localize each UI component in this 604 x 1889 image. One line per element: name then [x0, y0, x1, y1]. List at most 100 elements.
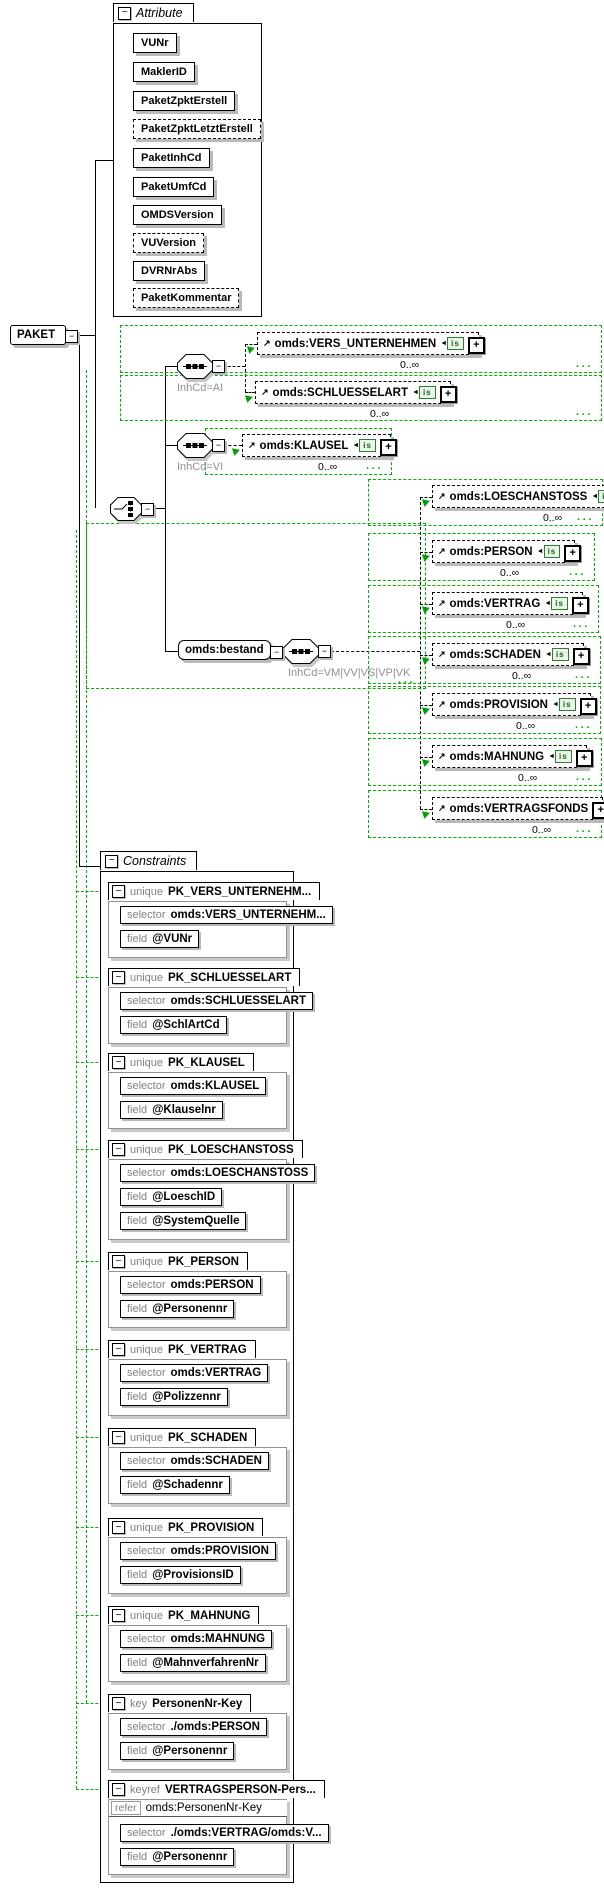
expand-plus-icon[interactable]: + — [571, 597, 589, 614]
constraint-field[interactable]: field@Schadennr — [120, 1476, 230, 1494]
collapse-minus-icon[interactable]: − — [112, 1609, 125, 1622]
collapse-minus-icon[interactable]: − — [270, 646, 283, 659]
constraint-pk-provision[interactable]: − unique PK_PROVISION — [108, 1518, 264, 1536]
constraint-field[interactable]: field@LoeschID — [120, 1188, 223, 1206]
element-omds-schluesselart[interactable]: ↗ omds:SCHLUESSELART ◄is + — [255, 381, 457, 404]
constraint-pk-klausel[interactable]: − unique PK_KLAUSEL — [108, 1053, 254, 1071]
collapse-minus-icon[interactable]: − — [112, 971, 125, 984]
is-badge-icon: ◄is — [552, 698, 576, 711]
collapse-minus-icon[interactable]: − — [318, 645, 331, 658]
constraints-tab[interactable]: − Constraints — [100, 851, 198, 870]
connector-dashed — [420, 655, 432, 656]
connector-line — [95, 160, 96, 508]
connector-dashed — [223, 366, 245, 367]
collapse-minus-icon[interactable]: − — [112, 1056, 125, 1069]
element-omds-vertrag[interactable]: ↗ omds:VERTRAG ◄is + — [432, 592, 589, 615]
constraint-selector[interactable]: selector./omds:VERTRAG/omds:V... — [120, 1824, 329, 1842]
constraint-pk-schluesselart[interactable]: − unique PK_SCHLUESSELART — [108, 968, 301, 986]
collapse-minus-icon[interactable]: − — [112, 1343, 125, 1356]
element-paket[interactable]: PAKET — [10, 325, 66, 345]
constraint-refer-row[interactable]: refer omds:PersonenNr-Key — [109, 1800, 287, 1817]
attribute-paketinhcd[interactable]: PaketInhCd — [133, 148, 210, 168]
element-omds-klausel[interactable]: ↗ omds:KLAUSEL ◄is + — [242, 434, 397, 457]
constraint-personennr-key[interactable]: − key PersonenNr-Key — [108, 1694, 252, 1712]
constraint-pk-loeschanstoss[interactable]: − unique PK_LOESCHANSTOSS — [108, 1140, 303, 1158]
refer-value: omds:PersonenNr-Key — [145, 1802, 262, 1814]
attribute-vuversion[interactable]: VUVersion — [133, 233, 205, 253]
collapse-minus-icon[interactable]: − — [118, 6, 131, 20]
attribute-paketumfcd[interactable]: PaketUmfCd — [133, 177, 215, 197]
collapse-minus-icon[interactable]: − — [212, 360, 225, 373]
constraint-field[interactable]: field@Personennr — [120, 1300, 235, 1318]
collapse-minus-icon[interactable]: − — [112, 1521, 125, 1534]
constraint-field[interactable]: field@SchlArtCd — [120, 1016, 227, 1034]
constraint-field[interactable]: field@Personennr — [120, 1742, 235, 1760]
element-omds-provision[interactable]: ↗ omds:PROVISION ◄is + — [432, 693, 597, 716]
element-omds-bestand[interactable]: omds:bestand — [178, 640, 271, 660]
constraint-field[interactable]: field@Personennr — [120, 1848, 235, 1866]
constraint-field[interactable]: field@VUNr — [120, 930, 200, 948]
collapse-minus-icon[interactable]: − — [112, 1697, 125, 1710]
expand-plus-icon[interactable]: + — [575, 750, 593, 767]
collapse-minus-icon[interactable]: − — [112, 1783, 125, 1796]
selection-scope-line — [76, 891, 108, 892]
collapse-minus-icon[interactable]: − — [141, 503, 154, 516]
element-omds-vertragsfonds[interactable]: ↗ omds:VERTRAGSFONDS + — [432, 797, 604, 820]
constraint-field[interactable]: field@MahnverfahrenNr — [120, 1654, 266, 1672]
constraint-field[interactable]: field@ProvisionsID — [120, 1566, 241, 1584]
constraint-pk-mahnung[interactable]: − unique PK_MAHNUNG — [108, 1606, 260, 1624]
expand-plus-icon[interactable]: + — [592, 802, 604, 819]
expand-plus-icon[interactable]: + — [379, 439, 397, 456]
attributes-tab[interactable]: − Attribute — [113, 3, 194, 22]
constraint-field[interactable]: field@SystemQuelle — [120, 1212, 247, 1230]
collapse-minus-icon[interactable]: − — [112, 885, 125, 898]
expand-plus-icon[interactable]: + — [439, 386, 457, 403]
attribute-dvrnrabs[interactable]: DVRNrAbs — [133, 261, 206, 281]
occurrence-label: 0..∞ — [532, 824, 552, 836]
collapse-minus-icon[interactable]: − — [112, 1255, 125, 1268]
constraint-pk-schaden[interactable]: − unique PK_SCHADEN — [108, 1428, 257, 1446]
collapse-minus-icon[interactable]: − — [112, 1143, 125, 1156]
attribute-paketzpkterstell[interactable]: PaketZpktErstell — [133, 91, 236, 111]
element-name: omds:SCHLUESSELART — [272, 386, 408, 399]
element-omds-person[interactable]: ↗ omds:PERSON ◄is + — [432, 540, 582, 563]
attribute-omdsversion[interactable]: OMDSVersion — [133, 205, 222, 225]
expand-plus-icon[interactable]: + — [572, 648, 590, 665]
attribute-paketzpktletzterstell[interactable]: PaketZpktLetztErstell — [133, 119, 261, 139]
element-name: omds:SCHADEN — [449, 648, 541, 661]
collapse-minus-icon[interactable]: − — [105, 854, 118, 868]
element-omds-mahnung[interactable]: ↗ omds:MAHNUNG ◄is + — [432, 745, 593, 768]
attribute-paketkommentar[interactable]: PaketKommentar — [133, 288, 240, 308]
constraint-selector[interactable]: selector./omds:PERSON — [120, 1718, 267, 1736]
expand-plus-icon[interactable]: + — [564, 545, 582, 562]
expand-plus-icon[interactable]: + — [579, 698, 597, 715]
attribute-maklerid[interactable]: MaklerID — [133, 62, 195, 82]
attribute-vunr[interactable]: VUNr — [133, 33, 177, 53]
expand-plus-icon[interactable]: + — [467, 337, 485, 354]
connector-dashed — [420, 604, 432, 605]
collapse-minus-icon[interactable]: − — [65, 330, 78, 343]
reference-arrow-icon: ↗ — [248, 440, 256, 450]
constraint-pk-vertrag[interactable]: − unique PK_VERTRAG — [108, 1340, 256, 1358]
element-omds-loeschanstoss[interactable]: ↗ omds:LOESCHANSTOSS ◄is + — [432, 485, 604, 508]
element-omds-vers-unternehmen[interactable]: ↗ omds:VERS_UNTERNEHMEN ◄is + — [257, 332, 485, 355]
collapse-minus-icon[interactable]: − — [112, 1431, 125, 1444]
constraint-field[interactable]: field@Polizzennr — [120, 1388, 228, 1406]
constraint-field[interactable]: field@Klauselnr — [120, 1101, 223, 1119]
selection-scope-outline — [368, 636, 601, 684]
element-omds-schaden[interactable]: ↗ omds:SCHADEN ◄is + — [432, 643, 590, 666]
collapse-minus-icon[interactable]: − — [212, 439, 225, 452]
selection-scope-line — [76, 1527, 108, 1528]
constraint-vertragsperson-keyref[interactable]: − keyref VERTRAGSPERSON-Pers... — [108, 1780, 325, 1798]
constraint-pk-vers-unternehmen[interactable]: − unique PK_VERS_UNTERNEHM... — [108, 882, 321, 900]
constraint-pk-person[interactable]: − unique PK_PERSON — [108, 1252, 248, 1270]
